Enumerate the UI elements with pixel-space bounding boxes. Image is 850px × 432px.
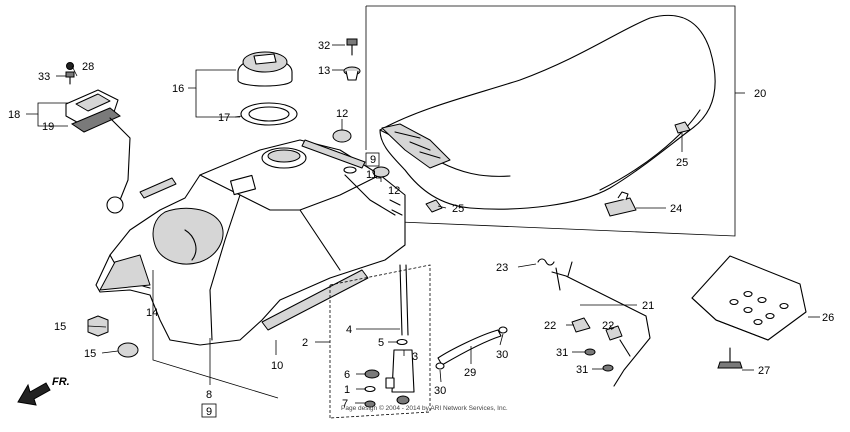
callout-4[interactable]: 4 (346, 324, 352, 336)
callout-18[interactable]: 18 (8, 109, 20, 121)
callout-6[interactable]: 6 (344, 369, 350, 381)
callout-7[interactable]: 7 (342, 398, 348, 410)
clip-25-right[interactable] (674, 121, 691, 134)
bolt-31-lower[interactable] (602, 364, 614, 372)
callout-14[interactable]: 14 (146, 307, 158, 319)
callout-24[interactable]: 24 (670, 203, 682, 215)
callout-12-lower[interactable]: 12 (388, 185, 400, 197)
bolt-28[interactable] (66, 62, 74, 70)
tool-tray-26[interactable] (691, 255, 807, 341)
tank-rubber-strip-lower[interactable] (261, 269, 369, 331)
bracket-24[interactable] (604, 191, 637, 217)
callout-30-left[interactable]: 30 (434, 385, 446, 397)
seat-20[interactable] (379, 14, 716, 210)
callout-12-upper[interactable]: 12 (336, 108, 348, 120)
callout-11[interactable]: 11 (366, 169, 377, 181)
callout-5[interactable]: 5 (378, 337, 384, 349)
callout-9-upper[interactable]: 9 (370, 154, 376, 166)
callout-2[interactable]: 2 (302, 337, 308, 349)
nut-15-lower[interactable] (117, 342, 139, 358)
clip-25-left[interactable] (425, 199, 443, 213)
callout-30-right[interactable]: 30 (496, 349, 508, 361)
callout-32[interactable]: 32 (318, 40, 330, 52)
callout-17[interactable]: 17 (218, 112, 230, 124)
seat-assembly-frame (365, 5, 736, 237)
callout-28[interactable]: 28 (82, 61, 94, 73)
callout-8[interactable]: 8 (206, 389, 212, 401)
holder-22-left[interactable] (571, 317, 591, 333)
callout-33[interactable]: 33 (38, 71, 50, 83)
callout-23[interactable]: 23 (496, 262, 508, 274)
front-label: FR. (52, 376, 70, 388)
callout-27[interactable]: 27 (758, 365, 770, 377)
fuel-tank[interactable] (95, 139, 406, 346)
leader-lines (26, 44, 820, 404)
nut-12-upper[interactable] (332, 129, 352, 143)
callout-9-upper-box (365, 152, 380, 167)
callout-16[interactable]: 16 (172, 83, 184, 95)
callout-26[interactable]: 26 (822, 312, 834, 324)
bolt-31-upper[interactable] (584, 348, 596, 356)
callout-9-lower-box (201, 403, 217, 418)
callout-25-right[interactable]: 25 (676, 157, 688, 169)
washer-11[interactable] (343, 166, 357, 174)
callout-numbers: 28 33 18 19 16 17 32 13 12 9 11 12 25 20… (8, 40, 834, 418)
fuel-valve-3[interactable] (385, 349, 415, 405)
wing-bolt-27[interactable] (717, 347, 743, 369)
callout-31-upper[interactable]: 31 (556, 347, 568, 359)
fuel-valve-box (329, 264, 431, 419)
callout-3[interactable]: 3 (412, 351, 418, 363)
front-direction-arrow: FR. (17, 376, 70, 406)
callout-25-left[interactable]: 25 (452, 203, 464, 215)
callout-9-lower[interactable]: 9 (206, 406, 212, 418)
fuel-tube-29[interactable] (437, 329, 502, 366)
lever-6[interactable] (364, 369, 380, 379)
o-ring-5[interactable] (396, 338, 408, 346)
seat-lock-rod-21[interactable] (551, 261, 651, 387)
rubber-strip-9[interactable] (301, 139, 366, 169)
screw-7[interactable] (364, 400, 376, 408)
callout-1[interactable]: 1 (344, 384, 350, 396)
callout-31-lower[interactable]: 31 (576, 364, 588, 376)
spring-23[interactable] (537, 258, 555, 266)
callout-10[interactable]: 10 (271, 360, 283, 372)
callout-21[interactable]: 21 (642, 300, 654, 312)
callout-29[interactable]: 29 (464, 367, 476, 379)
callout-15-upper[interactable]: 15 (54, 321, 66, 333)
fuel-strainer-4[interactable] (399, 264, 409, 336)
washer-1[interactable] (364, 385, 376, 393)
nut-15-upper[interactable] (87, 315, 109, 337)
callout-22-right[interactable]: 22 (602, 320, 614, 332)
callout-13[interactable]: 13 (318, 65, 330, 77)
tube-clip-30-right[interactable] (498, 326, 508, 334)
fuel-cap-16[interactable] (237, 51, 293, 87)
fuel-cap-gasket-17[interactable] (240, 102, 298, 126)
screw-33[interactable] (65, 71, 75, 85)
callout-15-lower[interactable]: 15 (84, 348, 96, 360)
tube-clip-30-left[interactable] (435, 362, 445, 370)
tank-rubber-strip-upper[interactable] (139, 177, 177, 199)
collar-13[interactable] (343, 66, 361, 81)
holder-22-right[interactable] (605, 325, 623, 341)
copyright-notice: Page design © 2004 - 2014 by ARI Network… (341, 404, 508, 412)
fuel-gauge-assembly-18[interactable] (65, 89, 131, 214)
callout-20[interactable]: 20 (754, 88, 766, 100)
callout-22-left[interactable]: 22 (544, 320, 556, 332)
bolt-32[interactable] (346, 38, 358, 56)
callout-19[interactable]: 19 (42, 121, 54, 133)
